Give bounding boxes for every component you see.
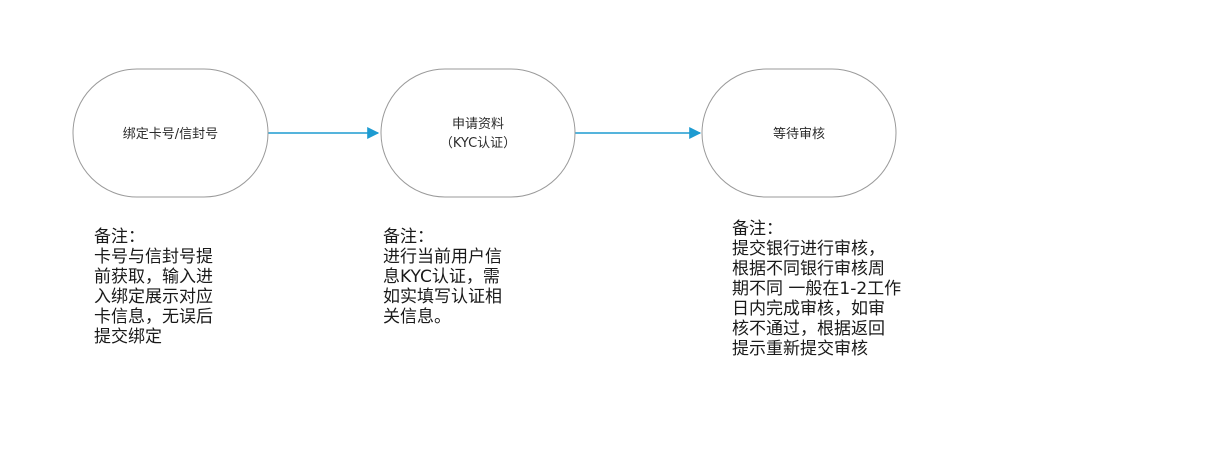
note-title: 备注： xyxy=(94,227,145,247)
note-line: 入绑定展示对应 xyxy=(94,287,213,307)
note-line: 卡号与信封号提 xyxy=(94,247,213,267)
note-line: 进行当前用户信 xyxy=(383,247,502,267)
note-line: 卡信息，无误后 xyxy=(94,307,213,327)
note-title: 备注： xyxy=(732,219,783,239)
note-line: 提交绑定 xyxy=(94,327,162,347)
note-title: 备注： xyxy=(383,227,434,247)
note-line: 如实填写认证相 xyxy=(383,287,502,307)
step-node-label: 等待审核 xyxy=(773,126,825,142)
note-line: 根据不同银行审核周 xyxy=(732,259,885,279)
note-line: 提交银行进行审核， xyxy=(732,239,885,259)
note-line: 息KYC认证，需 xyxy=(383,267,500,287)
note-line: 期不同 一般在1-2工作 xyxy=(732,279,902,299)
step-node-label: （KYC认证） xyxy=(440,136,516,151)
step-node-shape xyxy=(701,68,897,198)
step-node-kyc: 申请资料 （KYC认证） xyxy=(380,68,576,198)
step-node-label: 绑定卡号/信封号 xyxy=(123,127,218,142)
note-line: 前获取，输入进 xyxy=(94,267,213,287)
note-line: 关信息。 xyxy=(383,307,451,327)
note-bind-card: 备注： 卡号与信封号提 前获取，输入进 入绑定展示对应 卡信息，无误后 提交绑定 xyxy=(94,227,213,347)
note-line: 提示重新提交审核 xyxy=(732,339,868,359)
step-node-bind-card: 绑定卡号/信封号 xyxy=(72,68,269,198)
note-kyc: 备注： 进行当前用户信 息KYC认证，需 如实填写认证相 关信息。 xyxy=(383,227,502,327)
note-line: 日内完成审核，如审 xyxy=(732,299,885,319)
note-awaiting-review: 备注： 提交银行进行审核， 根据不同银行审核周 期不同 一般在1-2工作 日内完… xyxy=(732,219,901,359)
step-node-label: 申请资料 xyxy=(452,117,504,132)
step-node-shape xyxy=(72,68,269,198)
note-line: 核不通过，根据返回 xyxy=(732,319,885,339)
step-node-shape xyxy=(380,68,576,198)
step-node-awaiting-review: 等待审核 xyxy=(701,68,897,198)
